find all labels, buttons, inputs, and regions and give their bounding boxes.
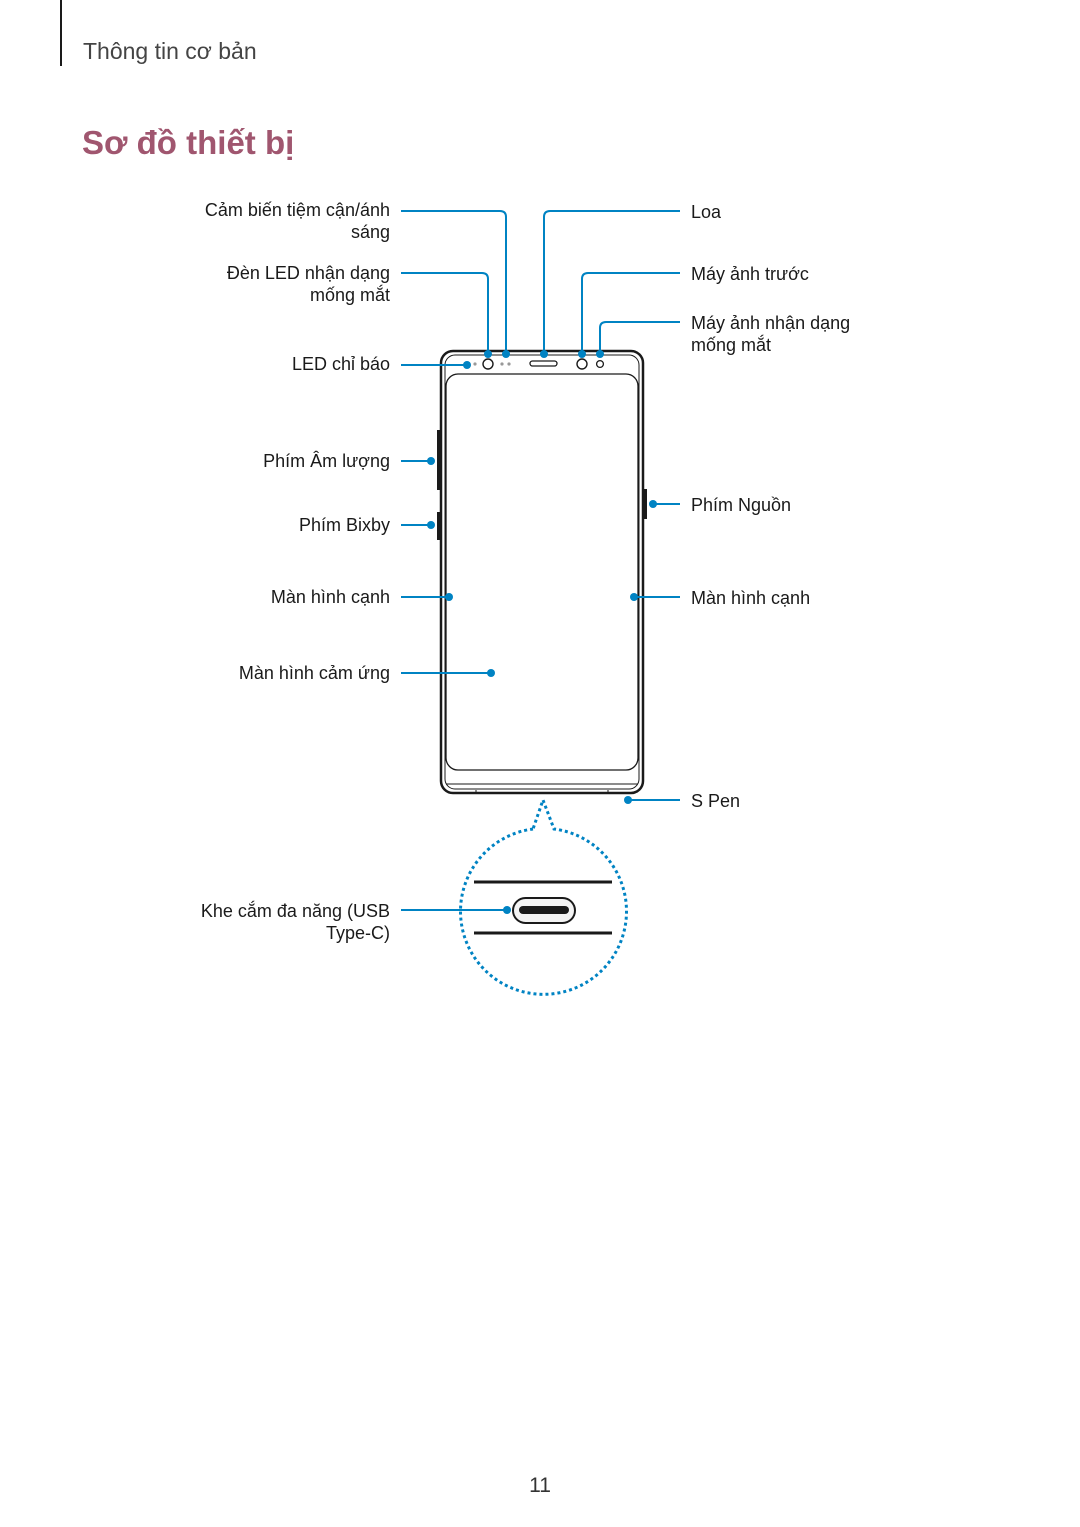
phone-body — [439, 349, 645, 795]
label-edge-screen-left: Màn hình cạnh — [270, 587, 390, 607]
label-proximity-sensor: Cảm biến tiệm cận/ánh sáng — [204, 200, 390, 242]
power-key — [643, 489, 647, 519]
label-iris-led: Đèn LED nhận dạng mống mắt — [226, 263, 390, 305]
label-iris-camera: Máy ảnh nhận dạng mống mắt — [691, 313, 851, 355]
label-usb-port: Khe cắm đa năng (USB Type-C) — [200, 901, 390, 943]
bixby-key — [437, 512, 441, 540]
label-led-indicator: LED chỉ báo — [291, 354, 390, 374]
label-speaker: Loa — [691, 202, 722, 222]
usb-port-inner — [519, 906, 569, 914]
page-title: Sơ đồ thiết bị — [82, 124, 295, 161]
label-s-pen: S Pen — [691, 791, 741, 811]
label-edge-screen-right: Màn hình cạnh — [691, 588, 811, 608]
callout-dots — [427, 350, 657, 914]
label-front-camera: Máy ảnh trước — [691, 264, 809, 284]
label-touchscreen: Màn hình cảm ứng — [238, 663, 390, 683]
page-number: 11 — [529, 1474, 551, 1497]
zoom-bubble — [459, 795, 628, 996]
callout-lines — [401, 210, 680, 911]
label-bixby-key: Phím Bixby — [298, 515, 390, 535]
label-volume-key: Phím Âm lượng — [263, 451, 390, 471]
volume-key — [437, 430, 441, 490]
label-power-key: Phím Nguồn — [691, 495, 792, 515]
section-title: Thông tin cơ bản — [83, 38, 257, 64]
header-rule — [60, 0, 62, 66]
top-sensors — [473, 358, 605, 370]
